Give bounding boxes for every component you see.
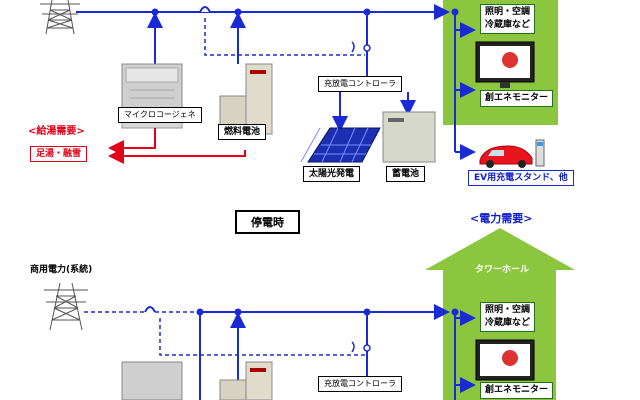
ev-car-icon xyxy=(479,145,533,168)
hotwater-demand-label: <給湯需要> xyxy=(28,126,85,137)
monitor-label-bottom: 創エネモニター xyxy=(480,382,554,399)
lighting-box-bottom: 照明・空調 冷蔵庫など xyxy=(480,302,536,332)
lighting-label: 照明・空調 xyxy=(485,7,531,17)
lighting-box-top: 照明・空調 冷蔵庫など xyxy=(480,4,536,34)
footbath-label: 足湯・融雪 xyxy=(30,146,88,162)
ev-label: EV用充電スタンド、他 xyxy=(468,170,574,186)
fridge-label: 冷蔵庫など xyxy=(485,318,531,328)
battery-label: 蓄電池 xyxy=(386,166,426,182)
monitor-icon xyxy=(475,41,535,88)
power-demand-label: <電力需要> xyxy=(470,212,533,225)
monitor-icon xyxy=(475,339,535,381)
charger-stand-icon xyxy=(535,139,545,167)
mode-label: 停電時 xyxy=(235,210,300,234)
solar-panel-icon xyxy=(300,127,381,163)
fuel-cell-unit-icon xyxy=(219,361,273,400)
lighting-label: 照明・空調 xyxy=(485,305,531,315)
charge-controller-label-bottom: 充放電コントローラ xyxy=(318,376,402,392)
fridge-label: 冷蔵庫など xyxy=(485,20,531,30)
grid-label: 商用電力(系統) xyxy=(30,265,93,275)
solar-label: 太陽光発電 xyxy=(303,166,361,182)
fuelcell-label: 燃料電池 xyxy=(218,124,267,140)
power-tower-icon xyxy=(40,0,80,35)
monitor-label-top: 創エネモニター xyxy=(480,90,554,107)
power-tower-icon xyxy=(44,282,88,331)
microcogen-unit-icon xyxy=(121,361,183,400)
microcogen-unit-icon xyxy=(121,63,183,129)
tower-hall-label: タワーホール xyxy=(475,265,530,275)
charge-controller-label-top: 充放電コントローラ xyxy=(318,76,402,92)
microcogen-label: マイクロコージェネ xyxy=(118,107,202,123)
battery-unit-icon xyxy=(382,111,436,163)
